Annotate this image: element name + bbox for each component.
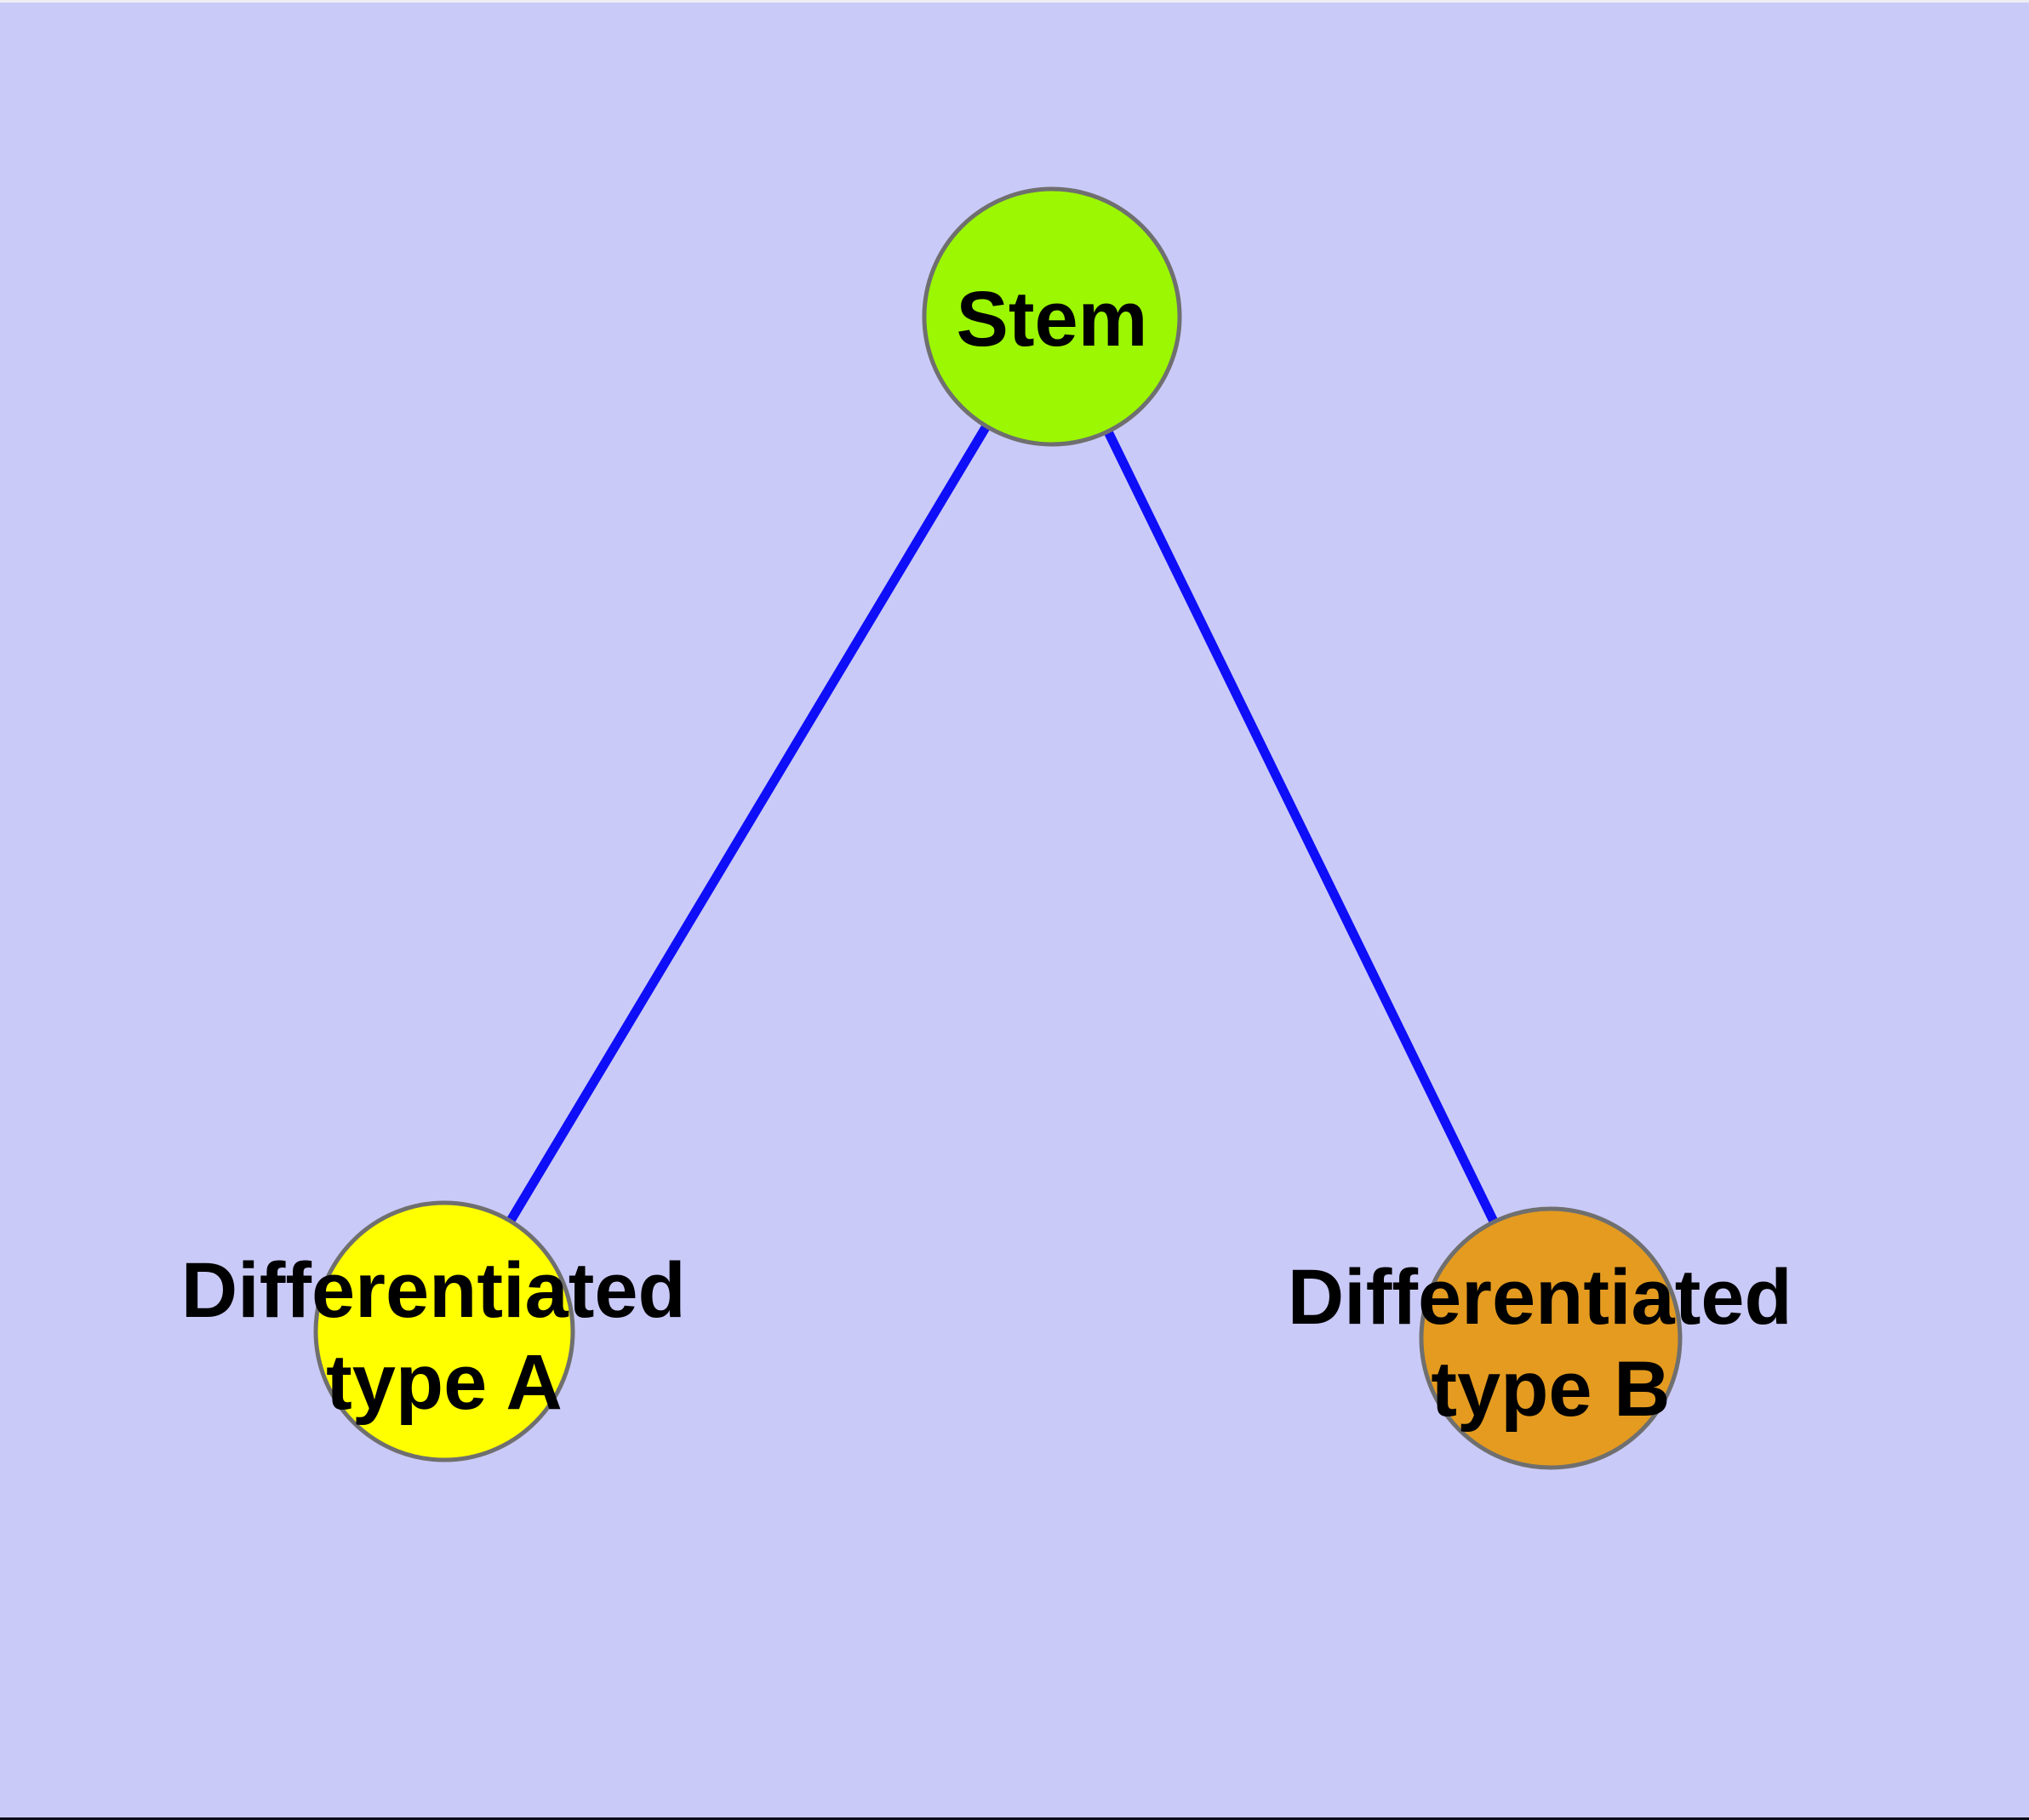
node-label-stem: Stem bbox=[957, 276, 1148, 363]
node-label-differentiated-type-a-line1: Differentiated bbox=[181, 1247, 686, 1334]
node-stem bbox=[922, 186, 1182, 447]
node-label-differentiated-type-b-line1: Differentiated bbox=[1288, 1254, 1792, 1341]
node-label-differentiated-type-a-line2: type A bbox=[326, 1339, 563, 1426]
edge-stem-to-differentiated-type-b bbox=[1048, 314, 1555, 1341]
window-top-edge bbox=[0, 0, 2029, 3]
node-differentiated-type-a bbox=[313, 1200, 575, 1462]
node-label-differentiated-type-b-line2: type B bbox=[1431, 1346, 1670, 1433]
edge-stem-to-differentiated-type-a bbox=[440, 314, 1056, 1334]
node-label-differentiated-type-a: Differentiated type A bbox=[181, 1247, 708, 1426]
node-label-differentiated-type-b: Differentiated type B bbox=[1288, 1254, 1815, 1433]
node-differentiated-type-b bbox=[1419, 1206, 1683, 1470]
window-bottom-edge bbox=[0, 1817, 2029, 1820]
